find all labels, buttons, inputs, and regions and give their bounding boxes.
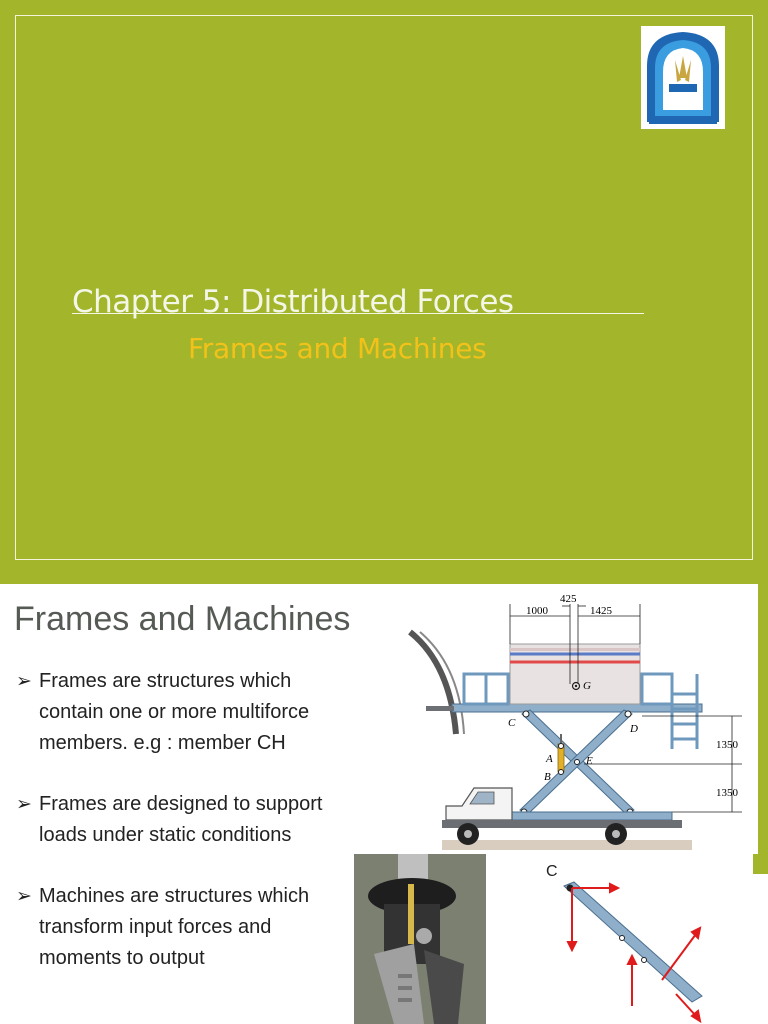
bullet-list: ➢ Frames are structures which contain on…	[16, 666, 356, 1004]
scissor-lift-diagram: G 425 1000 1425	[402, 584, 758, 854]
bullet-text: Machines are structures which transform …	[39, 885, 310, 969]
university-logo-icon	[641, 26, 725, 129]
bullet-text: Frames are structures which contain one …	[39, 670, 310, 754]
label-a: A	[545, 753, 553, 765]
dim-1350-upper: 1350	[716, 739, 739, 751]
chapter-title: Chapter 5: Distributed Forces	[72, 284, 514, 320]
dim-1425: 1425	[590, 605, 613, 617]
label-g: G	[583, 680, 591, 692]
dim-1350-lower: 1350	[716, 787, 739, 799]
tool-photo	[354, 854, 486, 1024]
dim-425: 425	[560, 593, 577, 605]
title-divider	[72, 313, 644, 314]
list-item: ➢ Machines are structures which transfor…	[16, 881, 356, 974]
label-e: E	[585, 755, 593, 767]
arrow-bullet-icon: ➢	[16, 671, 32, 692]
arrow-bullet-icon: ➢	[16, 794, 32, 815]
title-slide: Chapter 5: Distributed Forces Frames and…	[15, 15, 753, 560]
list-item: ➢ Frames are designed to support loads u…	[16, 789, 356, 851]
subtitle: Frames and Machines	[188, 332, 487, 365]
list-item: ➢ Frames are structures which contain on…	[16, 666, 356, 759]
dim-1000: 1000	[526, 605, 549, 617]
label-b: B	[544, 771, 551, 783]
label-c: C	[508, 717, 516, 729]
free-body-diagram	[534, 876, 758, 1024]
bullet-text: Frames are designed to support loads und…	[39, 793, 323, 846]
slide-title: Frames and Machines	[14, 600, 351, 638]
fbd-label-c: C	[546, 863, 558, 880]
arrow-bullet-icon: ➢	[16, 886, 32, 907]
content-slide: Frames and Machines ➢ Frames are structu…	[0, 584, 768, 1024]
label-d: D	[629, 723, 638, 735]
